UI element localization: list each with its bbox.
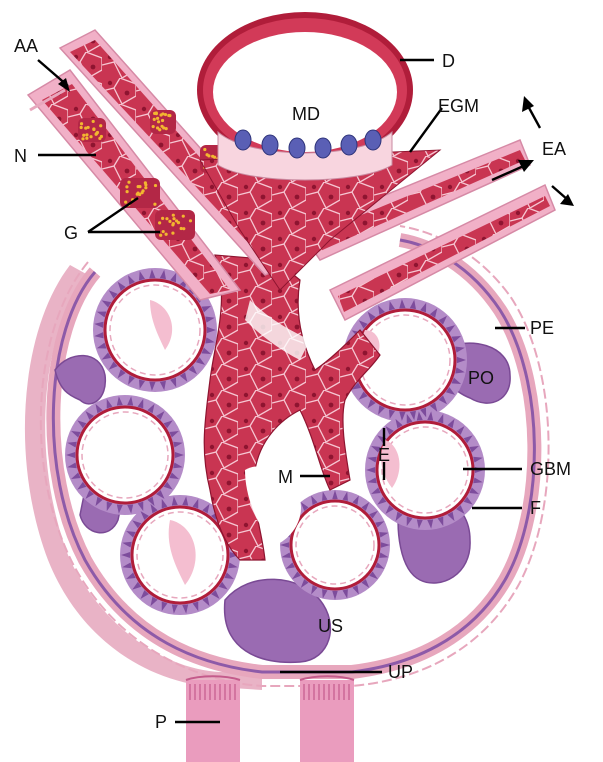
granule bbox=[164, 113, 167, 116]
granule bbox=[100, 135, 103, 138]
granule bbox=[165, 217, 168, 220]
label-p: P bbox=[155, 712, 167, 732]
label-g: G bbox=[64, 223, 78, 243]
granule bbox=[182, 215, 185, 218]
granule bbox=[81, 137, 84, 140]
granule bbox=[85, 137, 88, 140]
granule bbox=[99, 124, 102, 127]
granule bbox=[156, 117, 159, 120]
granule bbox=[165, 233, 168, 236]
granule bbox=[92, 128, 95, 131]
granule bbox=[189, 219, 192, 222]
granule bbox=[92, 120, 95, 123]
granule bbox=[82, 134, 85, 137]
granule bbox=[144, 183, 147, 186]
granule bbox=[154, 184, 157, 187]
granule bbox=[205, 153, 208, 156]
granule bbox=[136, 193, 139, 196]
granule bbox=[153, 203, 156, 206]
distal-tubule bbox=[197, 12, 413, 180]
label-egm: EGM bbox=[438, 96, 479, 116]
label-gbm: GBM bbox=[530, 459, 571, 479]
granule bbox=[159, 234, 162, 237]
label-m: M bbox=[278, 467, 293, 487]
granule bbox=[167, 114, 170, 117]
granule bbox=[172, 214, 175, 217]
label-us: US bbox=[318, 616, 343, 636]
label-d: D bbox=[442, 51, 455, 71]
granule bbox=[157, 120, 160, 123]
label-pe: PE bbox=[530, 318, 554, 338]
granule bbox=[125, 185, 128, 188]
granule bbox=[153, 118, 156, 121]
label-md: MD bbox=[292, 104, 320, 124]
granule bbox=[124, 200, 127, 203]
granule bbox=[80, 122, 83, 125]
label-up: UP bbox=[388, 662, 413, 682]
label-ea: EA bbox=[542, 139, 566, 159]
granule bbox=[213, 156, 216, 159]
granule bbox=[160, 125, 163, 128]
granule bbox=[140, 191, 143, 194]
proximal-tubule bbox=[186, 676, 354, 762]
granule bbox=[168, 220, 171, 223]
granule bbox=[177, 221, 180, 224]
granule bbox=[80, 126, 83, 129]
granule bbox=[171, 232, 174, 235]
granule bbox=[137, 185, 140, 188]
granule bbox=[95, 132, 98, 135]
granule bbox=[155, 111, 158, 114]
podocyte-body bbox=[55, 356, 105, 404]
granule bbox=[180, 227, 183, 230]
granule bbox=[161, 217, 164, 220]
label-e: E bbox=[378, 445, 390, 465]
granule bbox=[89, 135, 92, 138]
label-aa: AA bbox=[14, 36, 38, 56]
granule bbox=[127, 181, 130, 184]
granule bbox=[172, 217, 175, 220]
granule bbox=[152, 125, 155, 128]
label-f: F bbox=[530, 498, 541, 518]
granule bbox=[84, 126, 87, 129]
granule bbox=[172, 222, 175, 225]
granule bbox=[158, 128, 161, 131]
granule bbox=[161, 119, 164, 122]
granule bbox=[126, 190, 129, 193]
granule bbox=[203, 148, 206, 151]
granule bbox=[159, 113, 162, 116]
granule bbox=[162, 230, 165, 233]
granule bbox=[85, 133, 88, 136]
label-po: PO bbox=[468, 368, 494, 388]
granule bbox=[158, 221, 161, 224]
granule bbox=[144, 186, 147, 189]
label-n: N bbox=[14, 146, 27, 166]
